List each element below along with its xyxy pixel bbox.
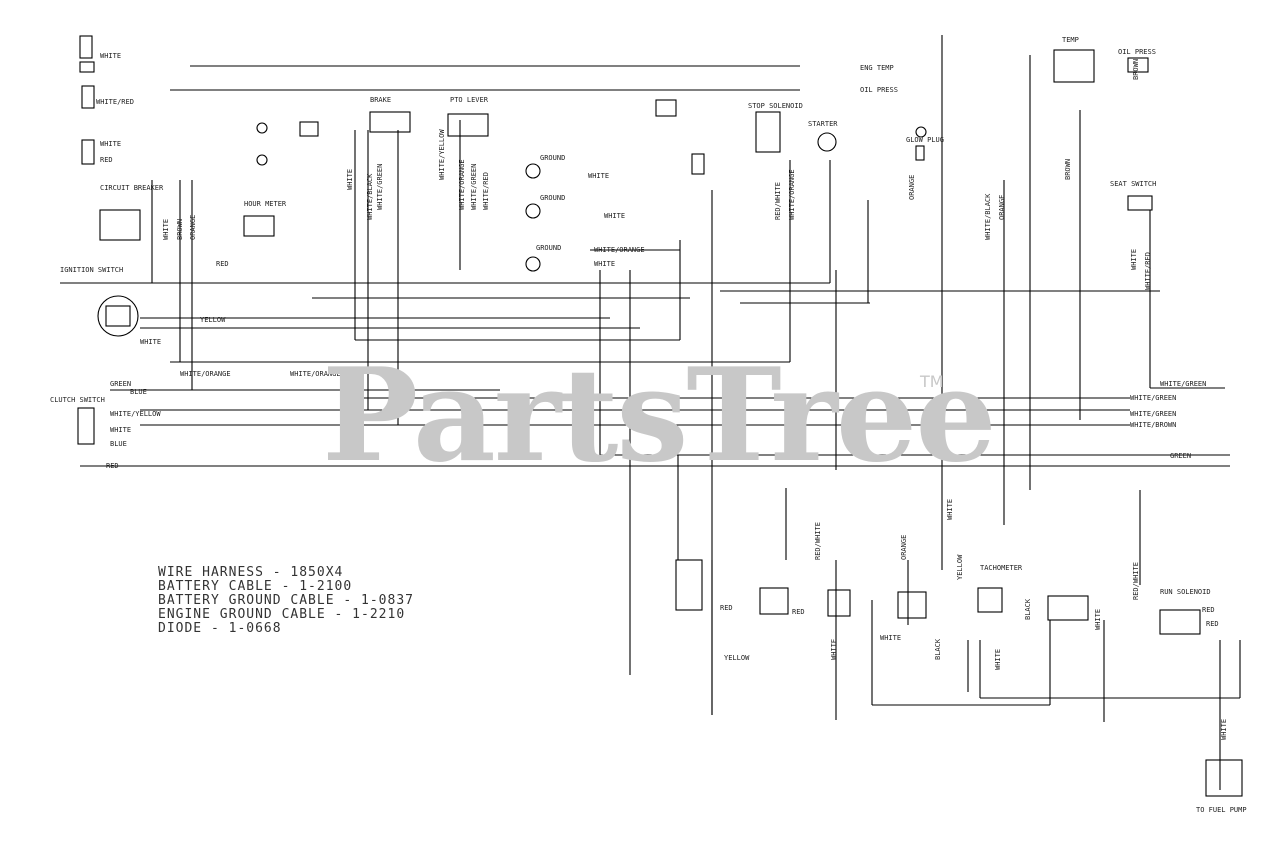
wire-label: WHITE — [110, 426, 131, 434]
wire-lines — [60, 35, 1241, 790]
wire-label: WHITE/BLACK — [984, 193, 992, 240]
wire-label: WHITE/BLACK — [366, 173, 374, 220]
label-circuit-breaker: CIRCUIT BREAKER — [100, 184, 164, 192]
wire-label: RED — [792, 608, 805, 616]
wire-label: WHITE — [994, 649, 1002, 670]
wire-label: WHITE — [830, 639, 838, 660]
wire-label: WHITE/GREEN — [1130, 394, 1176, 402]
wire-label: WHITE — [162, 219, 170, 240]
vertical-wire-labels: WHITE BROWN ORANGE WHITE WHITE/BLACK WHI… — [162, 59, 1228, 740]
wire-label: WHITE — [588, 172, 609, 180]
wire-label: RED — [1202, 606, 1215, 614]
wire-label: WHITE/YELLOW — [110, 410, 161, 418]
wire-label: BLUE — [110, 440, 127, 448]
label-glow-plug: GLOW PLUG — [906, 136, 944, 144]
wire-label: WHITE/RED — [1144, 252, 1152, 290]
wire-label: WHITE/GREEN — [1130, 410, 1176, 418]
wire-label: WHITE — [1130, 249, 1138, 270]
label-stop-solenoid: STOP SOLENOID — [748, 102, 803, 110]
partstree-watermark: PartsTree — [322, 341, 997, 491]
wire-label: WHITE/GREEN — [470, 164, 478, 210]
wire-label: WHITE — [100, 140, 121, 148]
wire-label: RED — [720, 604, 733, 612]
wire-label: BLACK — [1024, 598, 1032, 620]
wire-label: RED/WHITE — [1132, 562, 1140, 600]
label-ground-2: GROUND — [540, 194, 565, 202]
wire-label: ORANGE — [908, 175, 916, 200]
label-ignition-switch: IGNITION SWITCH — [60, 266, 123, 274]
wire-label: WHITE — [346, 169, 354, 190]
wire-label: WHITE/RED — [96, 98, 134, 106]
wire-label: WHITE — [946, 499, 954, 520]
wire-label: WHITE/GREEN — [376, 164, 384, 210]
wire-label: WHITE/ORANGE — [180, 370, 231, 378]
wire-label: RED/WHITE — [814, 522, 822, 560]
wire-label: WHITE/ORANGE — [788, 169, 796, 220]
wire-label: WHITE — [100, 52, 121, 60]
wire-label: RED — [1206, 620, 1219, 628]
wire-label: WHITE — [594, 260, 615, 268]
label-ground-3: GROUND — [536, 244, 561, 252]
parts-notes: WIRE HARNESS - 1850X4 BATTERY CABLE - 1-… — [158, 565, 414, 636]
wire-label: WHITE/GREEN — [1160, 380, 1206, 388]
wire-label: BROWN — [176, 219, 184, 240]
label-oil-press-gauge: OIL PRESS — [860, 86, 898, 94]
wire-label: WHITE — [140, 338, 161, 346]
label-temp: TEMP — [1062, 36, 1079, 44]
wire-label: WHITE — [1094, 609, 1102, 630]
label-hour-meter: HOUR METER — [244, 200, 287, 208]
note-wire-harness: WIRE HARNESS - 1850X4 — [158, 565, 343, 580]
label-run-solenoid: RUN SOLENOID — [1160, 588, 1211, 596]
wire-label: BROWN — [1064, 159, 1072, 180]
wire-label: WHITE — [604, 212, 625, 220]
wire-label: RED — [100, 156, 113, 164]
label-oil-press: OIL PRESS — [1118, 48, 1156, 56]
wire-label: RED/WHITE — [774, 182, 782, 220]
label-tachometer: TACHOMETER — [980, 564, 1023, 572]
wire-label: WHITE/ORANGE — [290, 370, 341, 378]
label-eng-temp: ENG TEMP — [860, 64, 894, 72]
note-battery-ground-cable: BATTERY GROUND CABLE - 1-0837 — [158, 593, 414, 608]
wire-label: YELLOW — [724, 654, 750, 662]
wire-color-labels: WHITE WHITE/RED WHITE RED YELLOW WHITE W… — [96, 52, 1219, 662]
label-clutch-switch: CLUTCH SWITCH — [50, 396, 105, 404]
wire-label: WHITE — [880, 634, 901, 642]
wire-label: RED — [216, 260, 229, 268]
wire-label: BROWN — [1132, 59, 1140, 80]
wire-label: WHITE/YELLOW — [438, 129, 446, 180]
wire-label: ORANGE — [998, 195, 1006, 220]
wire-label: ORANGE — [900, 535, 908, 560]
wire-label: WHITE/ORANGE — [458, 159, 466, 210]
note-engine-ground-cable: ENGINE GROUND CABLE - 1-2210 — [158, 607, 405, 622]
note-battery-cable: BATTERY CABLE - 1-2100 — [158, 579, 352, 594]
wire-label: GREEN — [1170, 452, 1191, 460]
label-brake: BRAKE — [370, 96, 391, 104]
label-to-fuel-pump: TO FUEL PUMP — [1196, 806, 1247, 814]
wire-label: RED — [106, 462, 119, 470]
components — [77, 35, 1243, 797]
label-pto-lever: PTO LEVER — [450, 96, 489, 104]
wire-label: ORANGE — [189, 215, 197, 240]
note-diode: DIODE - 1-0668 — [158, 621, 282, 636]
wire-label: WHITE — [1220, 719, 1228, 740]
wire-label: BLUE — [130, 388, 147, 396]
trademark-symbol: TM — [920, 372, 944, 391]
wire-label: WHITE/RED — [482, 172, 490, 210]
wire-label: YELLOW — [200, 316, 226, 324]
label-ground-1: GROUND — [540, 154, 565, 162]
wire-label: YELLOW — [956, 554, 964, 580]
label-starter: STARTER — [808, 120, 838, 128]
wire-label: WHITE/BROWN — [1130, 421, 1176, 429]
wire-label: WHITE/ORANGE — [594, 246, 645, 254]
component-labels: BRAKE PTO LEVER STOP SOLENOID STARTER TE… — [50, 36, 1247, 814]
wire-label: BLACK — [934, 638, 942, 660]
wire-label: GREEN — [110, 380, 131, 388]
label-seat-switch: SEAT SWITCH — [1110, 180, 1156, 188]
